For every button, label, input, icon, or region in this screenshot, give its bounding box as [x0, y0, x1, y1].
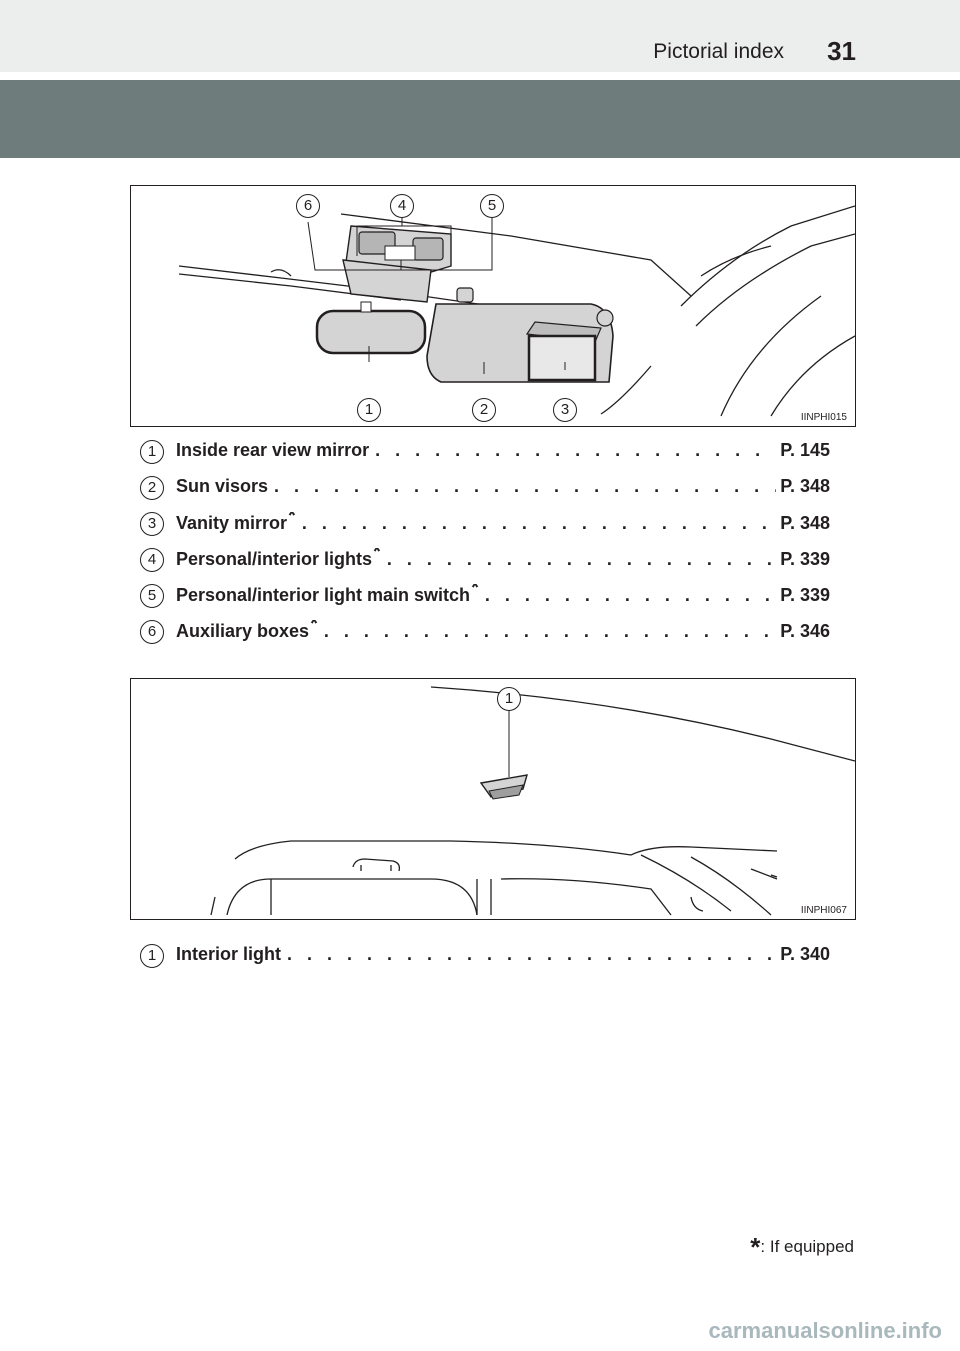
list-item: 6 Auxiliary boxes * . . . . . . . . . . … [140, 616, 830, 652]
item-number: 5 [140, 584, 164, 608]
list-item: 5 Personal/interior light main switch * … [140, 580, 830, 616]
figure-id: IINPHI067 [800, 905, 847, 916]
leader-dots: . . . . . . . . . . . . . . . . . . . . … [274, 476, 776, 496]
item-label: Sun visors [176, 476, 269, 496]
callout-3: 3 [553, 398, 577, 422]
header-strip [0, 0, 960, 72]
footnote-star: * [750, 1232, 761, 1262]
item-label: Interior light [176, 944, 281, 964]
if-equipped-star: * [310, 620, 318, 635]
list-item: 3 Vanity mirror * . . . . . . . . . . . … [140, 508, 830, 544]
page-reference-link[interactable]: P. 339 [780, 585, 830, 605]
item-number: 1 [140, 440, 164, 464]
footnote-text: : If equipped [760, 1237, 854, 1256]
index-list-1: 1 Inside rear view mirror . . . . . . . … [140, 436, 830, 652]
page-reference-link[interactable]: P. 145 [780, 440, 830, 460]
item-number: 1 [140, 944, 164, 968]
item-number: 4 [140, 548, 164, 572]
item-label: Vanity mirror [176, 513, 288, 533]
callout-5: 5 [480, 194, 504, 218]
list-item: 2 Sun visors . . . . . . . . . . . . . .… [140, 472, 830, 508]
item-text: Personal/interior lights * . . . . . . .… [176, 548, 830, 572]
if-equipped-star: * [288, 512, 296, 527]
page-reference-link[interactable]: P. 339 [780, 549, 830, 569]
leader-dots: . . . . . . . . . . . . . . . . . . . . … [287, 944, 777, 964]
item-text: Auxiliary boxes * . . . . . . . . . . . … [176, 620, 830, 644]
illustration-cabin-ceiling [210, 686, 855, 916]
figure-interior-light: 1 IINPHI067 [130, 678, 856, 920]
item-label: Personal/interior lights [176, 549, 373, 569]
section-title: Pictorial index [653, 40, 784, 63]
item-label: Auxiliary boxes [176, 621, 310, 641]
callout-6: 6 [296, 194, 320, 218]
item-text: Inside rear view mirror . . . . . . . . … [176, 440, 830, 464]
callout-4: 4 [390, 194, 414, 218]
leader-dots: . . . . . . . . . . . . . . . . . . . . … [386, 549, 777, 569]
item-number: 2 [140, 476, 164, 500]
item-text: Interior light . . . . . . . . . . . . .… [176, 944, 830, 968]
item-text: Personal/interior light main switch * . … [176, 584, 830, 608]
index-list-2: 1 Interior light . . . . . . . . . . . .… [140, 940, 830, 976]
item-label: Personal/interior light main switch [176, 585, 471, 605]
item-label: Inside rear view mirror [176, 440, 370, 460]
leader-dots: . . . . . . . . . . . . . . . . . . . . … [323, 621, 776, 641]
item-number: 6 [140, 620, 164, 644]
leader-dots: . . . . . . . . . . . . . . . . . . . . … [484, 585, 776, 605]
figure-id: IINPHI015 [800, 412, 847, 423]
figure-sun-visor-area: 6 4 5 1 2 3 IINPHI015 [130, 185, 856, 427]
illustration-overhead-console [178, 205, 855, 417]
page-number: 31 [827, 36, 856, 66]
page-reference-link[interactable]: P. 346 [780, 621, 830, 641]
callout-1: 1 [357, 398, 381, 422]
footnote: *: If equipped [750, 1228, 854, 1262]
callout-1: 1 [497, 687, 521, 711]
leader-dots: . . . . . . . . . . . . . . . . . . . . … [301, 513, 776, 533]
page-reference-link[interactable]: P. 348 [780, 476, 830, 496]
page-reference-link[interactable]: P. 340 [780, 944, 830, 964]
leader-dots: . . . . . . . . . . . . . . . . . . . . … [375, 440, 776, 460]
item-text: Sun visors . . . . . . . . . . . . . . .… [176, 476, 830, 500]
page-reference-link[interactable]: P. 348 [780, 513, 830, 533]
if-equipped-star: * [471, 584, 479, 599]
list-item: 4 Personal/interior lights * . . . . . .… [140, 544, 830, 580]
header-band [0, 80, 960, 158]
list-item: 1 Inside rear view mirror . . . . . . . … [140, 436, 830, 472]
watermark: carmanualsonline.info [708, 1318, 943, 1343]
list-item: 1 Interior light . . . . . . . . . . . .… [140, 940, 830, 976]
callout-2: 2 [472, 398, 496, 422]
item-text: Vanity mirror * . . . . . . . . . . . . … [176, 512, 830, 536]
if-equipped-star: * [373, 548, 381, 563]
item-number: 3 [140, 512, 164, 536]
